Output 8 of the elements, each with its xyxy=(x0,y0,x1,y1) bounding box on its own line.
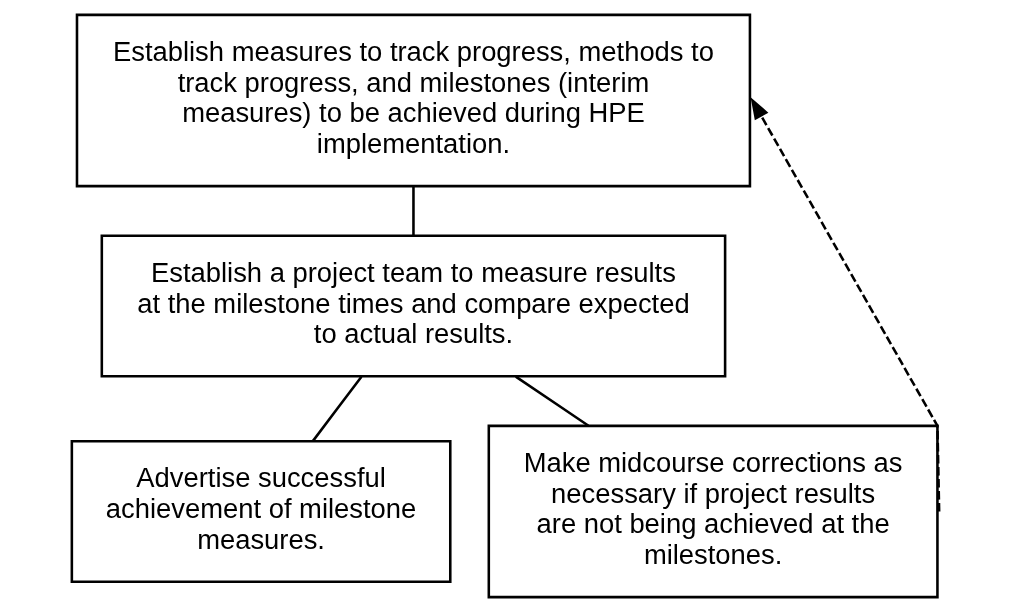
node-box: Make midcourse corrections as necessary if project results are not being achieved at the milestones. xyxy=(487,424,939,599)
node-box: Advertise successful achievement of milestone measures. xyxy=(70,440,452,583)
node-box: Establish a project team to measure results at the milestone times and compare expected to actual results. xyxy=(100,234,727,378)
connector xyxy=(515,375,590,427)
connector xyxy=(412,186,415,236)
node-box: Establish measures to track progress, methods to track progress, and milestones (interim measures) to be achieved during HPE implementation. xyxy=(75,13,752,188)
connector xyxy=(311,375,363,442)
arrow xyxy=(750,97,941,512)
